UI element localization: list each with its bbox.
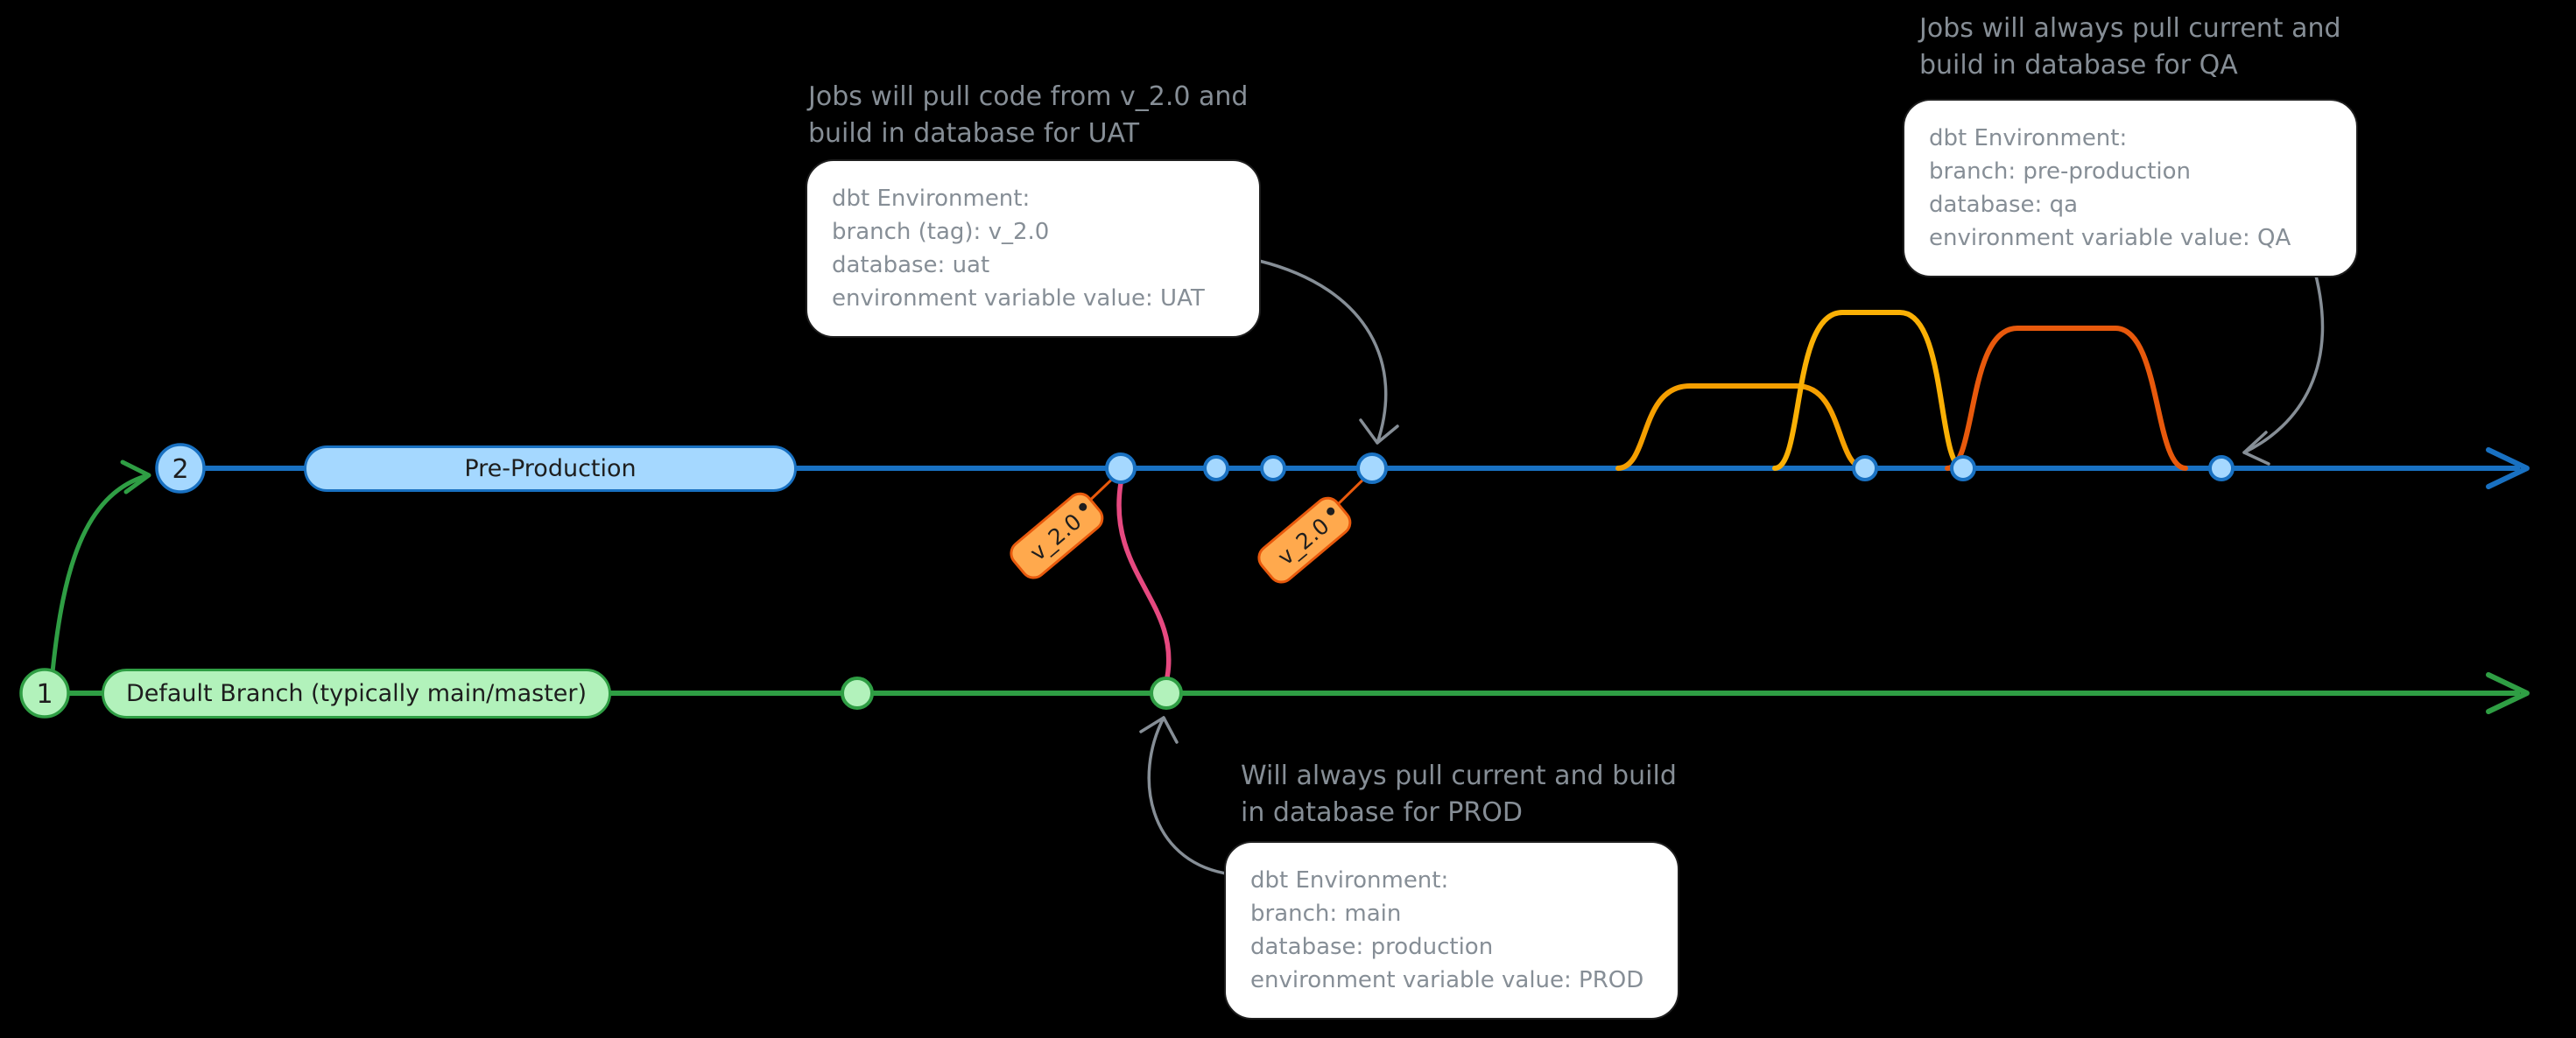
qa-note-line1: Jobs will always pull current and [1919,13,2341,44]
default-branch-badge [19,668,70,719]
branch-off-arrowhead [120,459,151,494]
preprod-branch-label: Pre-Production [304,445,797,492]
qa-environment-callout: dbt Environment: branch: pre-production … [1903,99,2358,277]
preprod-branch-arrowhead [2486,447,2530,489]
commit-node [1852,455,1878,481]
prod-callout-line: branch: main [1250,901,1402,927]
qa-note-line2: build in database for QA [1919,50,2238,81]
commit-node [1203,455,1229,481]
qa-note: Jobs will always pull current and build … [1919,11,2341,84]
uat-callout-line: database: uat [832,252,990,278]
prod-callout-arrow [1147,716,1228,875]
prod-callout-line: database: production [1250,934,1494,960]
feature-arc-2 [1772,310,1966,471]
prod-callout-arrowhead [1139,716,1179,744]
qa-callout-line: dbt Environment: [1929,125,2128,151]
commit-node [1950,455,1976,481]
uat-note-line2: build in database for UAT [808,118,1140,149]
default-branch-badge-number: 1 [36,679,53,710]
uat-note-line1: Jobs will pull code from v_2.0 and [808,81,1249,112]
uat-note: Jobs will pull code from v_2.0 and build… [808,79,1248,152]
feature-arc-1 [1615,383,1868,471]
preprod-branch-label-text: Pre-Production [464,455,637,482]
qa-callout-line: branch: pre-production [1929,158,2192,185]
default-branch-label: Default Branch (typically main/master) [102,669,611,719]
commit-node [1150,677,1183,710]
version-tag-2: v_2.0 [1257,496,1352,584]
tag2-body [1257,496,1352,584]
prod-callout-line: environment variable value: PROD [1250,967,1644,993]
tag1-body [1010,492,1104,579]
commit-node [1356,452,1388,484]
prod-note-line1: Will always pull current and build [1241,761,1677,791]
uat-callout-arrow [1257,259,1388,445]
prod-callout-line: dbt Environment: [1250,867,1449,894]
feature-arc-3 [1945,326,2188,471]
commit-node [841,677,874,710]
branch-off-curve [50,473,148,675]
prod-note: Will always pull current and build in da… [1241,758,1677,831]
version-tag-1: v_2.0 [1010,492,1104,579]
commit-node [1260,455,1286,481]
prod-note-line2: in database for PROD [1241,797,1523,828]
qa-callout-arrowhead [2242,431,2270,466]
prod-environment-callout: dbt Environment: branch: main database: … [1224,841,1679,1020]
qa-callout-line: database: qa [1929,192,2079,218]
commit-node [2208,455,2235,481]
uat-callout-arrowhead [1359,418,1399,445]
qa-callout-arrow [2242,261,2325,454]
commit-node [1105,452,1137,484]
preprod-branch-badge [155,443,206,494]
default-branch-arrowhead [2486,672,2530,714]
uat-callout-line: branch (tag): v_2.0 [832,219,1050,245]
preprod-branch-badge-number: 2 [172,454,188,485]
tag1-hole-icon [1079,502,1087,511]
merge-curve [1116,480,1172,680]
uat-callout-line: environment variable value: UAT [832,285,1205,312]
uat-environment-callout: dbt Environment: branch (tag): v_2.0 dat… [806,159,1261,338]
tag2-hole-icon [1327,507,1335,515]
default-branch-label-text: Default Branch (typically main/master) [125,680,588,707]
uat-callout-line: dbt Environment: [832,186,1031,212]
qa-callout-line: environment variable value: QA [1929,225,2291,251]
